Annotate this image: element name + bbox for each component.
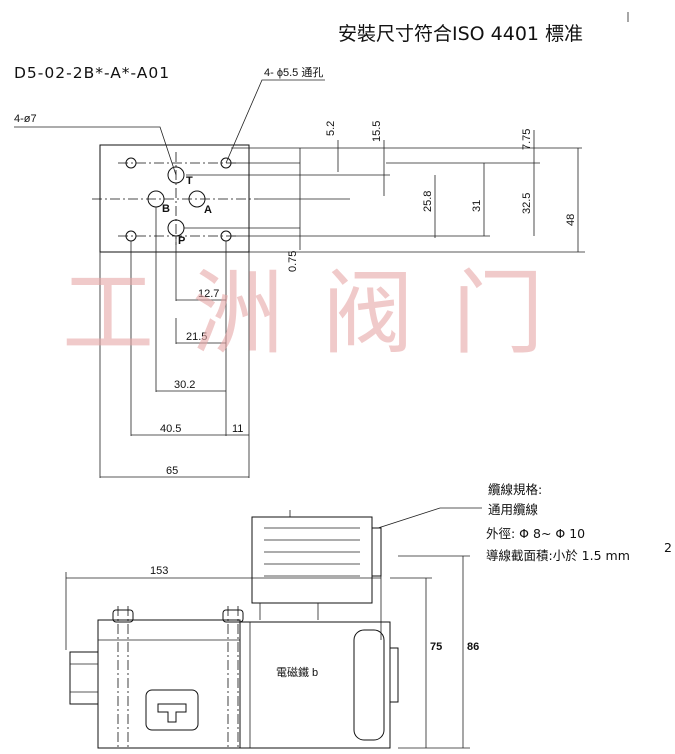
dim-7-75: 7.75 — [521, 129, 533, 150]
override-t-symbol — [157, 703, 187, 723]
dim-11: 11 — [232, 423, 243, 435]
coil-end-cap — [353, 629, 385, 741]
top-view: T B A P 4-ø7 4- ϕ5.5 通孔 5.2 15.5 7.75 25… — [14, 66, 585, 478]
dim-0-75: 0.75 — [287, 251, 299, 272]
dim-153: 153 — [150, 565, 168, 577]
coil-label: 電磁鐵 b — [276, 665, 318, 679]
port-label-p: P — [178, 235, 185, 247]
dim-5-2: 5.2 — [325, 121, 337, 136]
dim-15-5: 15.5 — [371, 121, 383, 142]
leader-line — [14, 126, 177, 176]
port-label-b: B — [162, 203, 170, 215]
bolt-head — [222, 609, 244, 623]
cable-spec-superscript: 2 — [664, 540, 672, 555]
dim-48: 48 — [565, 214, 577, 226]
dim-65: 65 — [166, 465, 178, 477]
solenoid-coil — [239, 621, 391, 749]
dim-32-5: 32.5 — [521, 193, 533, 214]
cable-spec: 纜線規格: 通用纜線 外徑: Φ 8~ Φ 10 導線截面積:小於 1.5 mm… — [486, 482, 672, 563]
cable-spec-heading: 纜線規格: — [488, 482, 542, 497]
hole-callout-left: 4-ø7 — [14, 113, 37, 125]
dim-40-5: 40.5 — [160, 423, 181, 435]
dim-31: 31 — [471, 200, 483, 212]
port-label-t: T — [186, 175, 193, 187]
valve-face-outline — [99, 144, 250, 253]
end-cap — [69, 651, 99, 705]
dim-86: 86 — [467, 641, 479, 653]
manual-override-button — [145, 689, 199, 731]
hole-callout-right: 4- ϕ5.5 通孔 — [264, 66, 323, 79]
page-title: 安裝尺寸符合ISO 4401 標准 — [338, 23, 583, 45]
cable-spec-type: 通用纜線 — [488, 502, 539, 517]
model-number: D5-02-2B*-A*-A01 — [14, 64, 170, 82]
leader-line — [225, 79, 325, 164]
cable-leader-line — [377, 507, 482, 529]
cable-spec-cross-section: 導線截面積:小於 1.5 mm — [486, 548, 630, 563]
dim-30-2: 30.2 — [174, 379, 195, 391]
watermark: 工洲阀门 — [62, 260, 582, 367]
valve-body — [97, 619, 241, 749]
coil-nut — [389, 647, 399, 703]
port-label-a: A — [204, 204, 212, 216]
dim-75: 75 — [430, 641, 442, 653]
bolt-head — [112, 609, 134, 623]
dim-12-7: 12.7 — [198, 288, 219, 300]
side-view: 153 電磁鐵 b — [65, 507, 482, 750]
cable-spec-diameter: 外徑: Φ 8~ Φ 10 — [486, 526, 585, 541]
cable-gland — [371, 527, 382, 577]
dim-25-8: 25.8 — [422, 191, 434, 212]
dim-21-5: 21.5 — [186, 331, 207, 343]
connector-housing — [251, 516, 373, 604]
